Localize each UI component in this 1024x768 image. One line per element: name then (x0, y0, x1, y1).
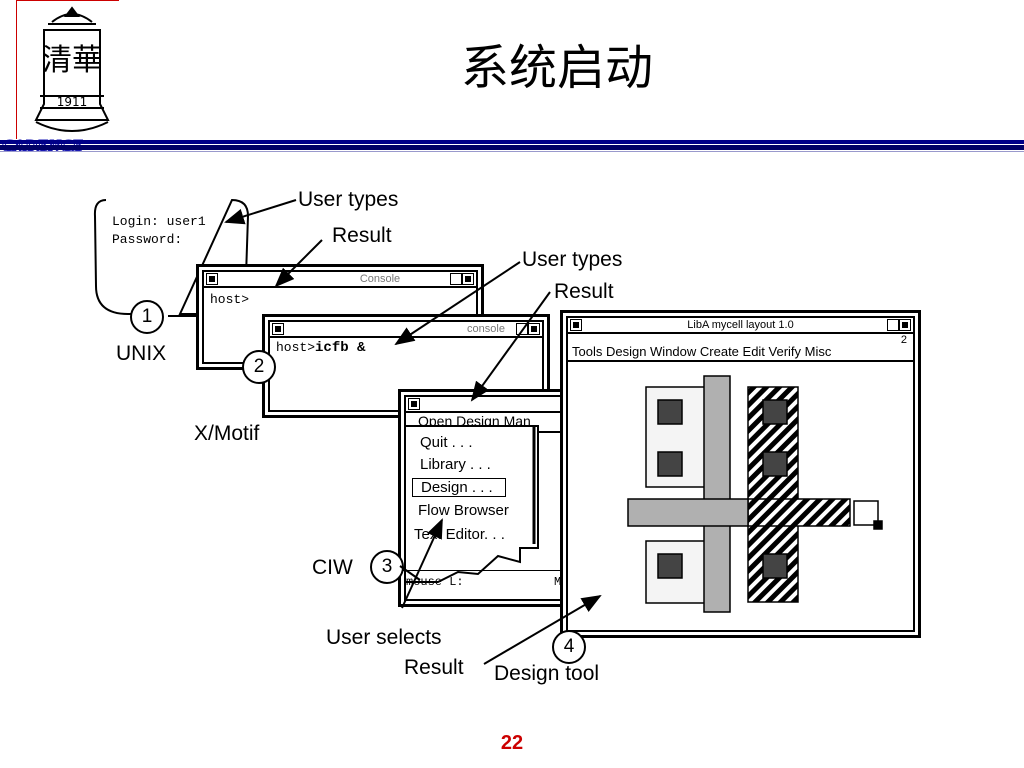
login-text: Login: user1 (112, 214, 206, 229)
step-2-circle: 2 (242, 350, 276, 384)
header-band (0, 140, 1024, 144)
logo-frame (16, 0, 119, 139)
window-menu-icon[interactable] (206, 273, 218, 285)
label-result-1: Result (332, 224, 392, 247)
console-2-command: icfb & (315, 340, 366, 356)
university-logo-icon: 清華 1911 (34, 6, 110, 132)
step-4-circle: 4 (552, 630, 586, 664)
arrow-user-selects (401, 518, 443, 609)
label-user-selects: User selects (326, 626, 442, 649)
label-ciw: CIW (312, 556, 353, 579)
console-2-prompt: host>icfb & (276, 340, 366, 356)
arrow-result-1 (274, 239, 323, 288)
svg-text:清華: 清華 (42, 43, 102, 78)
window-menu-icon[interactable] (570, 319, 582, 331)
logo-year: 1911 (57, 95, 88, 109)
ciw-titlebar (406, 397, 567, 413)
page-number: 22 (500, 732, 524, 754)
maximize-icon[interactable] (528, 323, 540, 335)
label-result-3: Result (404, 656, 464, 679)
arrow-result-3 (483, 594, 602, 665)
label-design-tool: Design tool (494, 662, 600, 685)
arrow-result-2 (470, 291, 551, 402)
maximize-icon[interactable] (462, 273, 474, 285)
header-band-2 (0, 145, 1024, 150)
step-1-circle: 1 (130, 300, 164, 334)
ciw-status-right: M (554, 575, 562, 589)
window-menu-icon[interactable] (408, 398, 420, 410)
maximize-icon[interactable] (899, 319, 911, 331)
ciw-status: mouse L: (406, 575, 464, 589)
menu-item-design[interactable]: Design . . . (412, 478, 506, 497)
menu-item-quit[interactable]: Quit . . . (420, 434, 473, 451)
arrow-user-types-2 (394, 261, 521, 346)
console-1-prompt: host> (210, 292, 250, 307)
console-1-titlebar: Console (204, 272, 476, 288)
minimize-icon[interactable] (450, 273, 462, 285)
label-xmotif: X/Motif (194, 422, 260, 445)
arrow-user-types-1 (224, 199, 297, 225)
window-menu-icon[interactable] (272, 323, 284, 335)
layout-titlebar: LibA mycell layout 1.0 (568, 318, 913, 334)
label-user-types-2: User types (522, 248, 623, 271)
password-text: Password: (112, 232, 183, 247)
header-band-3 (0, 151, 1024, 152)
layout-drawing (627, 375, 883, 613)
step-3-circle: 3 (370, 550, 404, 584)
label-user-types-1: User types (298, 188, 399, 211)
minimize-icon[interactable] (887, 319, 899, 331)
layout-title-num: 2 (900, 334, 907, 346)
menu-item-flow-browser[interactable]: Flow Browser (418, 502, 509, 519)
layout-menubar: Tools Design Window Create Edit Verify M… (572, 344, 832, 359)
ciw-dropdown (406, 425, 539, 583)
layout-window: LibA mycell layout 1.0 2 Tools Design Wi… (560, 310, 921, 638)
menu-item-library[interactable]: Library . . . (420, 456, 491, 473)
slide-title: 系统启动 (460, 40, 653, 96)
label-unix: UNIX (116, 342, 167, 365)
label-result-2: Result (554, 280, 614, 303)
